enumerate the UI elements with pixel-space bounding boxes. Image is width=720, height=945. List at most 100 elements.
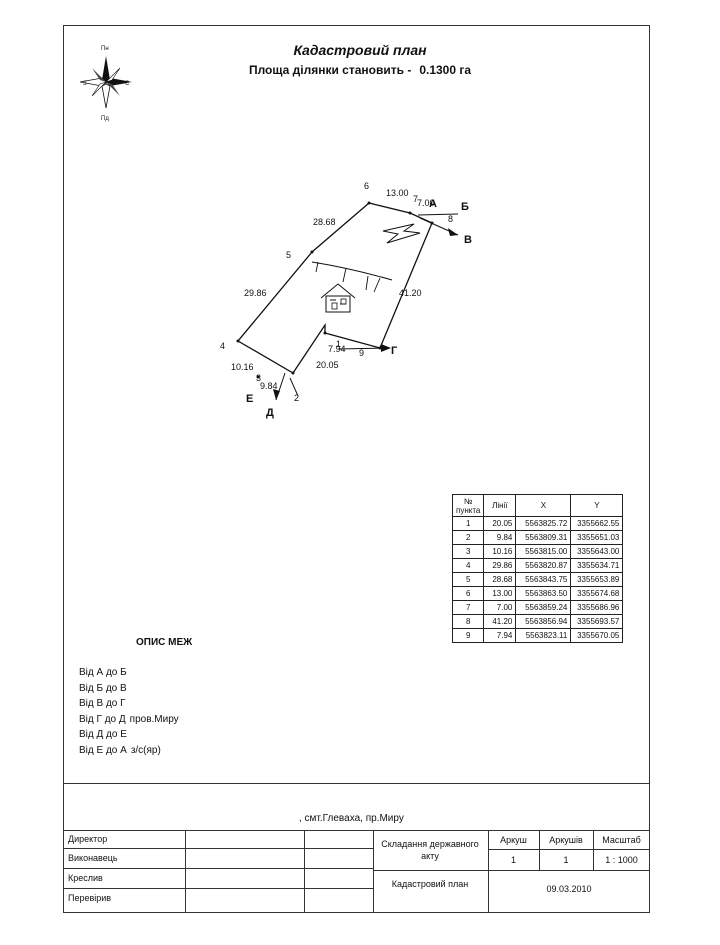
- inner-line: [311, 261, 393, 281]
- cell-line: 41.20: [483, 614, 517, 629]
- cell-y: 3355674.68: [570, 586, 624, 601]
- sheet-value: 1: [510, 855, 516, 865]
- sheets-label: Аркушів: [549, 835, 583, 845]
- area-label: Площа ділянки становить -: [248, 63, 412, 77]
- cell-point: 5: [451, 572, 485, 587]
- boundary-letter: Е: [246, 393, 253, 405]
- compass-rose-icon: [79, 56, 132, 109]
- cell-line: 13.00: [483, 586, 517, 601]
- point-label: 1: [336, 339, 341, 349]
- cell-y: 3355686.96: [570, 600, 624, 615]
- cell-x: 5563820.87: [515, 558, 572, 573]
- column-header: Y: [570, 494, 624, 517]
- boundary-item-label: Від В до Г: [79, 698, 126, 709]
- boundary-item-label: Від Е до А: [79, 744, 127, 756]
- cell-point: 7: [451, 600, 485, 615]
- column-header: Лінії: [483, 494, 517, 517]
- hatch-marks: [315, 261, 381, 293]
- cell-x: 5563825.72: [515, 516, 572, 531]
- sheet-label: Аркуш: [500, 835, 527, 845]
- boundary-letter: Д: [266, 407, 274, 419]
- building-icon: [320, 283, 356, 313]
- point-label: 5: [286, 250, 291, 260]
- segment-length-label: 13.00: [386, 188, 409, 198]
- cell-y: 3355670.05: [570, 628, 624, 643]
- address: , смт.Глеваха, пр.Миру: [299, 813, 404, 824]
- point-label: 2: [294, 393, 299, 403]
- point-label: 7: [413, 194, 418, 204]
- cell-point: 8: [451, 614, 485, 629]
- cell-y: 3355653.89: [570, 572, 624, 587]
- cell-x: 5563815.00: [515, 544, 572, 559]
- cell-line: 20.05: [483, 516, 517, 531]
- role-checker: Перевірив: [68, 893, 112, 903]
- segment-length-label: 41.20: [399, 288, 422, 298]
- role-executor: Виконавець: [68, 853, 118, 863]
- boundary-rays: [275, 213, 459, 401]
- cell-x: 5563863.50: [515, 586, 572, 601]
- divider: [593, 830, 594, 870]
- divider: [185, 830, 186, 913]
- area-value: 0.1300 га: [419, 63, 472, 77]
- boundary-item-label: Від А до Б: [79, 667, 127, 678]
- boundaries-title: ОПИС МЕЖ: [136, 637, 193, 648]
- boundary-item-label: Від Г до Д: [79, 713, 126, 725]
- sheets-value: 1: [563, 855, 569, 865]
- boundary-letter: Г: [391, 345, 398, 357]
- compass-east-label: С: [125, 81, 130, 87]
- cell-y: 3355693.57: [570, 614, 624, 629]
- cell-y: 3355651.03: [570, 530, 624, 545]
- segment-length-label: 28.68: [313, 217, 336, 227]
- cell-point: 2: [451, 530, 485, 545]
- role-director: Директор: [68, 834, 108, 844]
- boundary-letter: А: [429, 198, 437, 210]
- arrow-head-icon: [273, 389, 280, 400]
- boundary-item-note: з/с(яр): [130, 744, 161, 756]
- boundary-letter: В: [464, 234, 472, 246]
- cell-line: 9.84: [483, 530, 517, 545]
- direction-arrow-icon: [382, 223, 421, 244]
- divider: [63, 868, 373, 869]
- boundary-item-label: Від Д до Е: [79, 729, 127, 740]
- divider: [63, 888, 373, 889]
- date-value: 09.03.2010: [546, 884, 592, 894]
- divider: [304, 830, 305, 913]
- segment-length-label: 7.94: [328, 344, 346, 354]
- vertex-markers: [236, 201, 434, 379]
- cell-line: 7.94: [483, 628, 517, 643]
- divider: [488, 849, 650, 850]
- compass-north-label: Пн: [101, 46, 109, 52]
- cell-x: 5563859.24: [515, 600, 572, 615]
- cell-line: 29.86: [483, 558, 517, 573]
- point-label: 8: [448, 214, 453, 224]
- segment-length-label: 7.00: [417, 198, 435, 208]
- cell-y: 3355643.00: [570, 544, 624, 559]
- list-item: Від А до Б: [79, 665, 179, 681]
- cell-line: 7.00: [483, 600, 517, 615]
- cell-x: 5563823.11: [515, 628, 572, 643]
- divider: [63, 783, 650, 784]
- cell-line: 10.16: [483, 544, 517, 559]
- cell-y: 3355634.71: [570, 558, 624, 573]
- segment-length-label: 29.86: [244, 288, 267, 298]
- segment-length-label: 9.84: [260, 381, 278, 391]
- boundary-item-label: Від Б до В: [79, 682, 127, 694]
- title-block: [63, 830, 650, 913]
- column-header: № пункта: [451, 494, 485, 517]
- cell-x: 5563809.31: [515, 530, 572, 545]
- compass-west-label: З: [83, 81, 87, 87]
- cell-x: 5563843.75: [515, 572, 572, 587]
- divider: [63, 848, 373, 849]
- point-label: 6: [364, 181, 369, 191]
- boundaries-list: Від А до Б Від Б до В Від В до Г Від Г д…: [79, 665, 179, 758]
